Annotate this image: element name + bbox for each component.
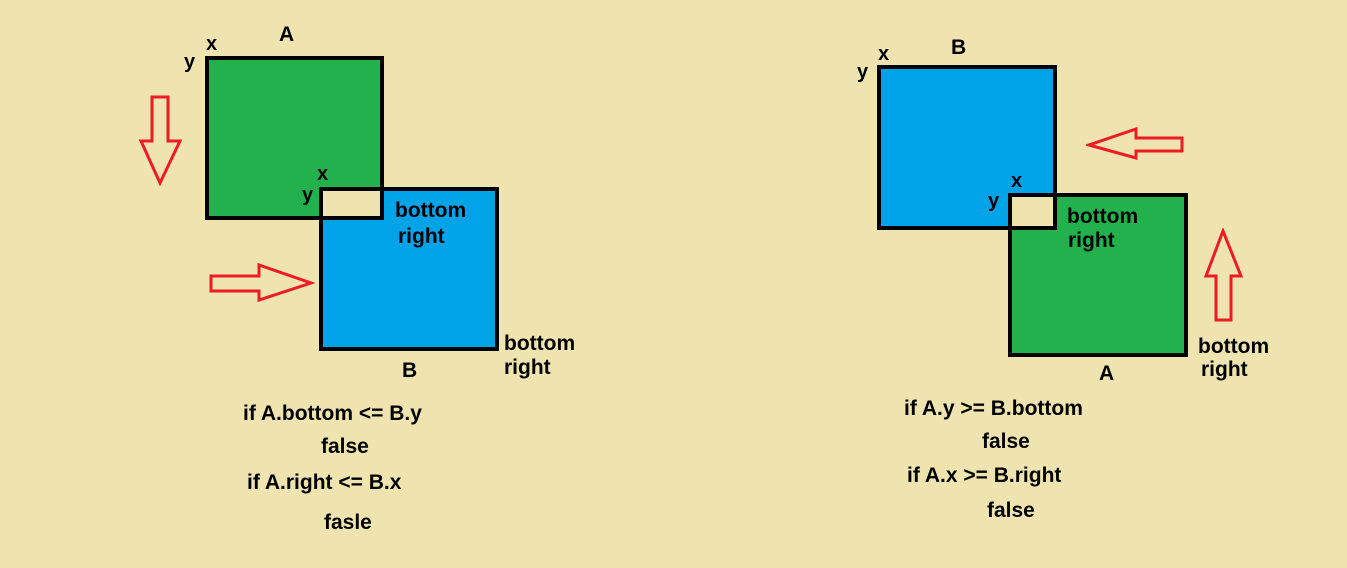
right-rect-b-name: B [951,36,967,59]
right-outer-bottom-label: bottom [1198,335,1270,358]
right-rect-b-y-label: y [857,61,869,83]
left-cond2: if A.right <= B.x [247,471,402,494]
left-res1: false [321,435,369,458]
left-cond1: if A.bottom <= B.y [243,402,422,425]
right-rect-a-x-label: x [1011,170,1023,192]
left-inner-bottom-label: bottom [395,199,467,222]
left-rect-a-name: A [279,23,295,46]
right-inner-right-label: right [1068,229,1115,252]
left-rect-a-x-label: x [206,33,218,55]
arrow-up-icon [1203,228,1244,322]
left-overlap-region [319,187,384,220]
arrow-right-icon [209,262,315,303]
left-res2: fasle [324,511,372,534]
right-res2: false [987,499,1035,522]
right-rect-a-name: A [1099,362,1115,385]
arrow-left-icon [1086,126,1184,160]
right-overlap-region [1008,193,1057,230]
arrow-down-icon [138,95,183,187]
left-rect-a-y-label: y [184,51,196,73]
right-cond2: if A.x >= B.right [907,464,1062,487]
left-outer-right-label: right [504,356,551,379]
right-rect-a-y-label: y [988,190,1000,212]
right-rect-b-x-label: x [878,43,890,65]
left-rect-a [205,56,384,220]
left-rect-b-name: B [402,359,418,382]
left-rect-b-y-label: y [302,184,314,206]
left-rect-b-x-label: x [317,163,329,185]
right-cond1: if A.y >= B.bottom [904,397,1083,420]
right-res1: false [982,430,1030,453]
left-inner-right-label: right [398,225,445,248]
right-outer-right-label: right [1201,358,1248,381]
right-inner-bottom-label: bottom [1067,205,1139,228]
left-outer-bottom-label: bottom [504,332,576,355]
